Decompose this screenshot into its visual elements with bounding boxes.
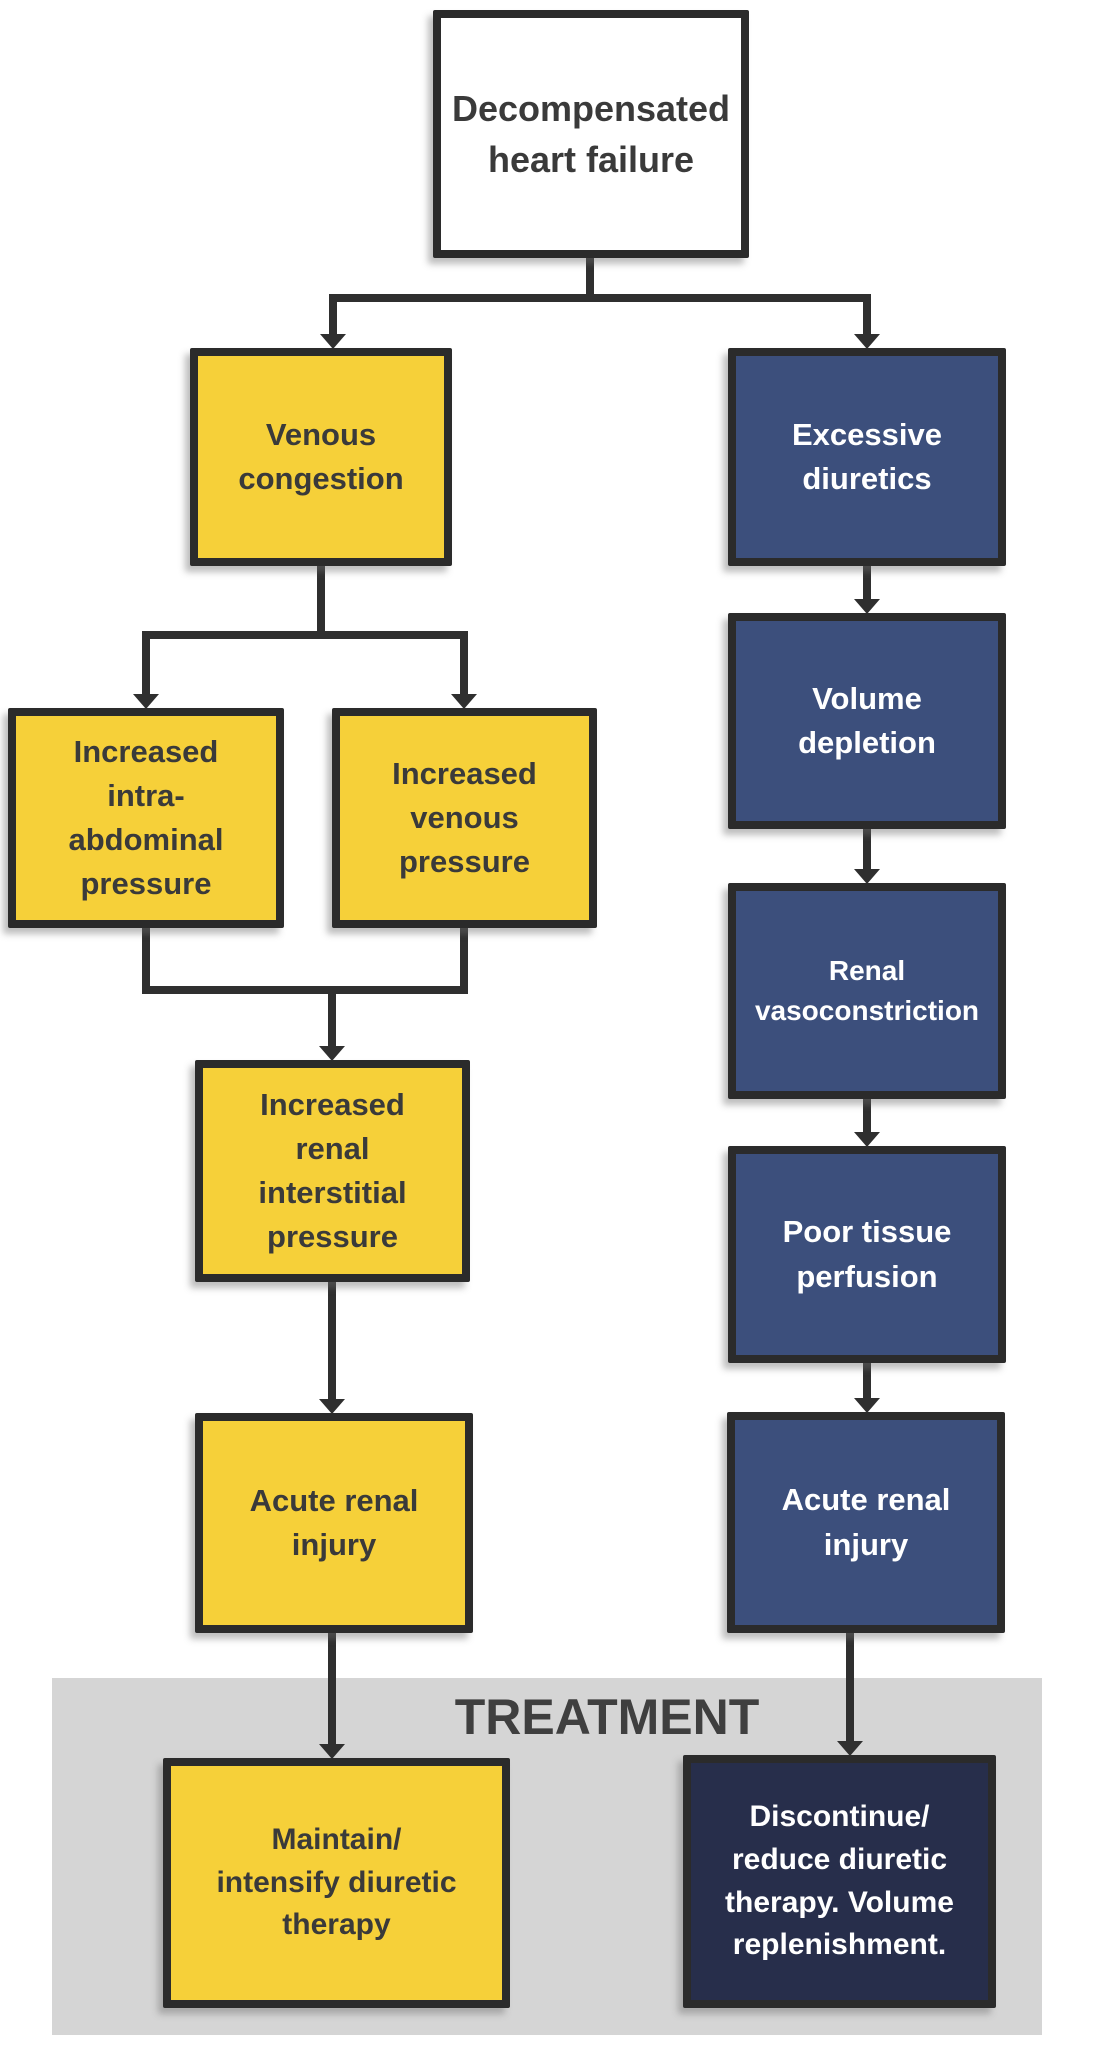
arrowhead-down-icon xyxy=(854,1132,880,1147)
connector-segment xyxy=(863,294,871,336)
node-increased-venous-pressure: Increased venous pressure xyxy=(332,708,597,928)
arrowhead-down-icon xyxy=(319,1046,345,1061)
connector-segment xyxy=(329,294,337,336)
node-renal-vasoconstriction: Renal vasoconstriction xyxy=(728,883,1006,1099)
arrowhead-down-icon xyxy=(451,694,477,709)
node-excessive-diuretics: Excessive diuretics xyxy=(728,348,1006,566)
node-volume-depletion: Volume depletion xyxy=(728,613,1006,829)
node-decompensated-heart-failure: Decompensated heart failure xyxy=(433,10,749,258)
connector-segment xyxy=(586,258,594,302)
connector-segment xyxy=(846,1631,854,1743)
arrowhead-down-icon xyxy=(133,694,159,709)
node-increased-intra-abdominal-pressure: Increased intra- abdominal pressure xyxy=(8,708,284,928)
connector-segment xyxy=(460,926,468,994)
node-increased-renal-interstitial-pressure: Increased renal interstitial pressure xyxy=(195,1060,470,1282)
node-acute-renal-injury-left: Acute renal injury xyxy=(195,1413,473,1633)
arrowhead-down-icon xyxy=(837,1741,863,1756)
connector-segment xyxy=(329,294,871,302)
node-venous-congestion: Venous congestion xyxy=(190,348,452,566)
node-discontinue-reduce-diuretic-therapy: Discontinue/ reduce diuretic therapy. Vo… xyxy=(683,1755,996,2008)
connector-segment xyxy=(863,827,871,871)
connector-segment xyxy=(863,564,871,602)
connector-segment xyxy=(328,1631,336,1746)
connector-segment xyxy=(863,1097,871,1135)
connector-segment xyxy=(142,631,468,639)
connector-segment xyxy=(328,986,336,1048)
arrowhead-down-icon xyxy=(854,334,880,349)
connector-segment xyxy=(142,631,150,696)
connector-segment xyxy=(317,563,325,639)
connector-segment xyxy=(863,1361,871,1401)
connector-segment xyxy=(460,631,468,696)
connector-segment xyxy=(328,1280,336,1401)
arrowhead-down-icon xyxy=(854,1398,880,1413)
arrowhead-down-icon xyxy=(854,869,880,884)
arrowhead-down-icon xyxy=(319,1399,345,1414)
treatment-heading: TREATMENT xyxy=(454,1689,760,1745)
connector-segment xyxy=(142,986,468,994)
arrowhead-down-icon xyxy=(854,599,880,614)
node-poor-tissue-perfusion: Poor tissue perfusion xyxy=(728,1146,1006,1363)
connector-segment xyxy=(142,926,150,994)
node-acute-renal-injury-right: Acute renal injury xyxy=(727,1412,1005,1633)
node-maintain-intensify-diuretic-therapy: Maintain/ intensify diuretic therapy xyxy=(163,1758,510,2008)
arrowhead-down-icon xyxy=(319,1744,345,1759)
arrowhead-down-icon xyxy=(320,334,346,349)
